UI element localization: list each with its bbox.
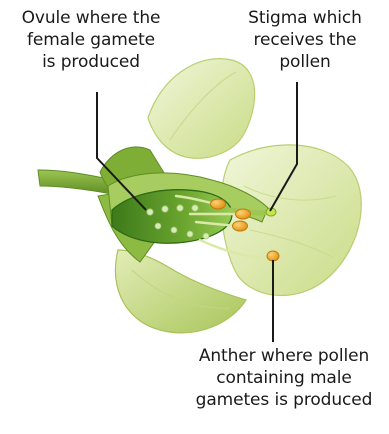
- ovule-label-line-2: female gamete: [0, 29, 182, 51]
- stigma-label-line-1: Stigma which: [220, 7, 389, 29]
- right-petal: [221, 145, 361, 296]
- ovule-label-line-3: is produced: [0, 51, 182, 73]
- ovule-label: Ovule where the female gamete is produce…: [0, 7, 182, 73]
- anther-label-line-3: gametes is produced: [179, 389, 389, 411]
- ovule-label-line-1: Ovule where the: [0, 7, 182, 29]
- anther-label-line-2: containing male: [179, 367, 389, 389]
- upper-petal: [148, 59, 255, 159]
- stigma-label-line-3: pollen: [220, 51, 389, 73]
- anther-label-line-1: Anther where pollen: [179, 345, 389, 367]
- stigma-label-line-2: receives the: [220, 29, 389, 51]
- anther-label: Anther where pollen containing male game…: [179, 345, 389, 411]
- lower-petal: [115, 250, 246, 333]
- stigma-label: Stigma which receives the pollen: [220, 7, 389, 73]
